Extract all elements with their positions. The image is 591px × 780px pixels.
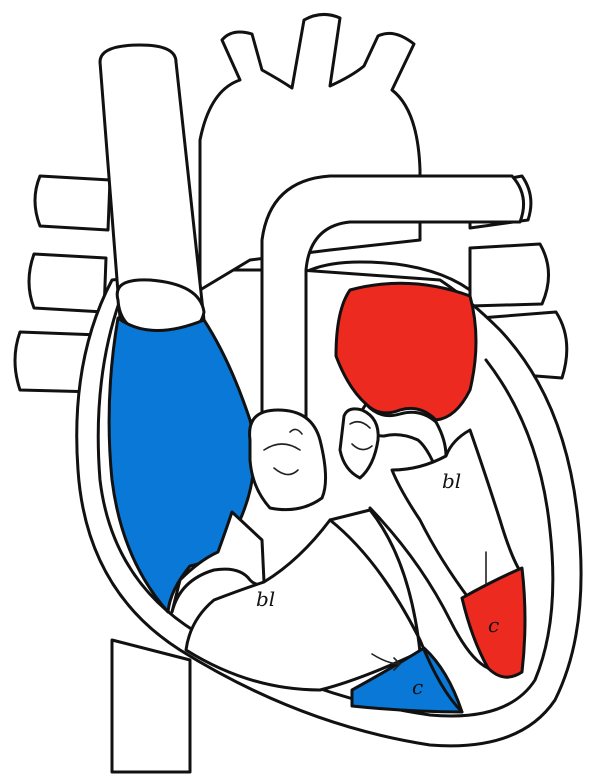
label-bl-right: bl	[442, 469, 461, 493]
pulmonary-valve	[250, 410, 326, 510]
label-c-right: c	[488, 613, 499, 637]
label-bl-left: bl	[256, 587, 275, 611]
label-c-left: c	[412, 675, 423, 699]
inferior-vena-cava	[112, 640, 190, 772]
